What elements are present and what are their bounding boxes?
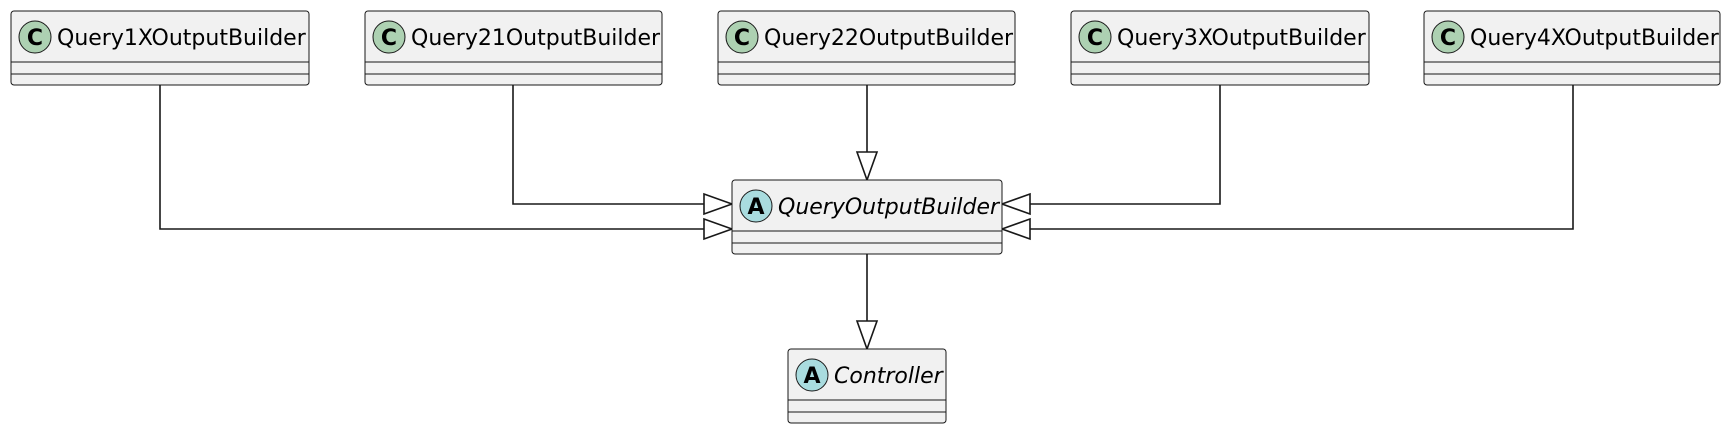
class-box-q1x[interactable]: C Query1XOutputBuilder xyxy=(10,10,310,86)
class-name: QueryOutputBuilder xyxy=(778,195,1001,220)
inheritance-edge-q1x-to-qob xyxy=(159,85,735,241)
badge-circle xyxy=(1078,20,1112,54)
inheritance-arrowhead xyxy=(855,320,879,352)
class-box-q3x[interactable]: C Query3XOutputBuilder xyxy=(1070,10,1370,86)
badge-letter: C xyxy=(381,26,397,51)
badge-letter: C xyxy=(1087,26,1103,51)
class-box-q4x[interactable]: C Query4XOutputBuilder xyxy=(1423,10,1721,86)
edges-layer xyxy=(159,85,1574,352)
badge-circle xyxy=(725,20,759,54)
edge-line xyxy=(512,85,704,205)
badge-circle xyxy=(739,189,773,223)
edge-line xyxy=(159,85,704,230)
class-name: Query22OutputBuilder xyxy=(764,26,1014,51)
edge-line xyxy=(1030,85,1221,205)
class-name: Query1XOutputBuilder xyxy=(57,26,307,51)
abstract-class-icon: A xyxy=(795,358,829,392)
badge-circle xyxy=(795,358,829,392)
class-name: Query21OutputBuilder xyxy=(411,26,661,51)
class-box-q21[interactable]: C Query21OutputBuilder xyxy=(364,10,663,86)
inheritance-arrowhead xyxy=(703,192,735,216)
inheritance-edge-q4x-to-qob xyxy=(999,85,1574,241)
inheritance-edge-q21-to-qob xyxy=(512,85,735,216)
class-box-frame xyxy=(1070,10,1370,86)
class-box-q22[interactable]: C Query22OutputBuilder xyxy=(717,10,1016,86)
class-icon: C xyxy=(372,20,406,54)
class-name: Query4XOutputBuilder xyxy=(1470,26,1720,51)
badge-letter: A xyxy=(747,195,764,220)
class-box-frame xyxy=(364,10,663,86)
class-box-frame xyxy=(10,10,310,86)
inheritance-edge-qob-to-ctrl xyxy=(855,254,879,352)
badge-circle xyxy=(18,20,52,54)
class-icon: C xyxy=(18,20,52,54)
badge-circle xyxy=(1431,20,1465,54)
badge-letter: A xyxy=(803,364,820,389)
class-icon: C xyxy=(1431,20,1465,54)
edge-line xyxy=(1030,85,1574,230)
class-box-frame xyxy=(1423,10,1721,86)
badge-letter: C xyxy=(1440,26,1456,51)
inheritance-arrowhead xyxy=(999,192,1031,216)
nodes-layer: C Query1XOutputBuilder C Query21OutputBuild… xyxy=(10,10,1721,424)
class-box-frame xyxy=(717,10,1016,86)
class-box-frame xyxy=(787,348,947,424)
inheritance-arrowhead xyxy=(999,217,1031,241)
class-box-qob[interactable]: A QueryOutputBuilder xyxy=(731,179,1003,255)
inheritance-edge-q22-to-qob xyxy=(855,85,879,183)
class-box-ctrl[interactable]: A Controller xyxy=(787,348,947,424)
class-icon: C xyxy=(725,20,759,54)
abstract-class-icon: A xyxy=(739,189,773,223)
badge-circle xyxy=(372,20,406,54)
inheritance-arrowhead xyxy=(703,217,735,241)
inheritance-edge-q3x-to-qob xyxy=(999,85,1221,216)
inheritance-arrowhead xyxy=(855,151,879,183)
class-name: Query3XOutputBuilder xyxy=(1117,26,1367,51)
class-icon: C xyxy=(1078,20,1112,54)
badge-letter: C xyxy=(27,26,43,51)
class-name: Controller xyxy=(834,364,945,389)
class-box-frame xyxy=(731,179,1003,255)
badge-letter: C xyxy=(734,26,750,51)
